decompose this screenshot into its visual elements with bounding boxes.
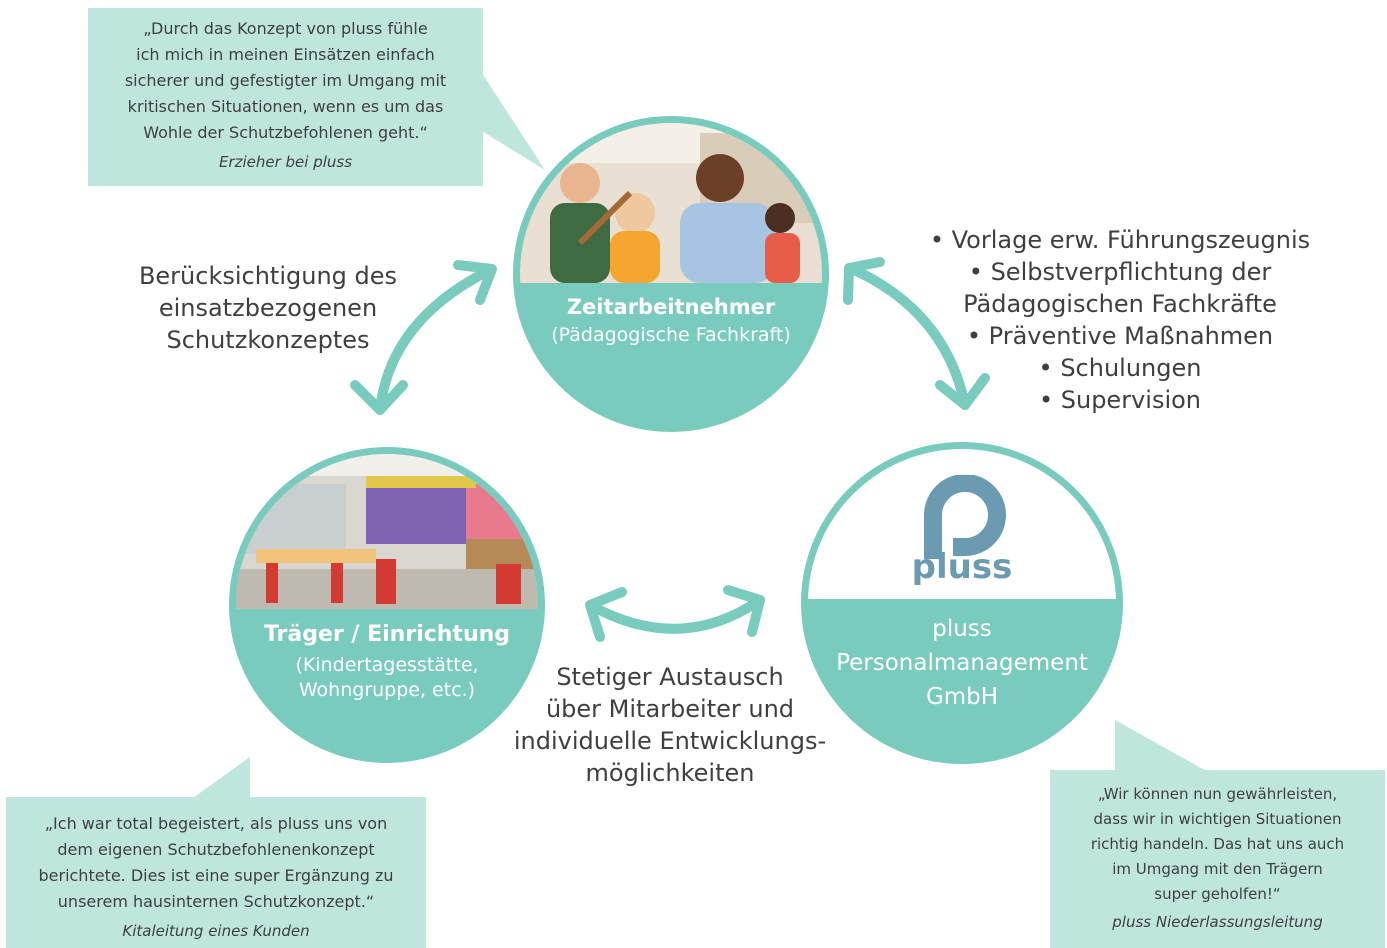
pluss-logo-text: pluss xyxy=(911,547,1013,587)
quote-bottom-left-tail xyxy=(190,757,250,800)
provider-title: Träger / Einrichtung xyxy=(263,622,511,647)
employee-title: Zeitarbeitnehmer xyxy=(566,295,776,319)
measure-item: • Vorlage erw. Führungszeugnis xyxy=(929,226,1311,254)
measure-item: • Schulungen xyxy=(1038,354,1202,382)
pluss-logo-icon xyxy=(924,475,1006,559)
measure-item: Pädagogischen Fachkräfte xyxy=(963,290,1277,318)
provider-subtitle: (Kindertagesstätte, Wohngruppe, etc.) xyxy=(295,654,479,701)
quote-bottom-left-text: „Ich war total begeistert, als pluss uns… xyxy=(38,814,394,911)
employee-label: Zeitarbeitnehmer (Pädagogische Fachkraft… xyxy=(520,295,822,348)
company-logo-area xyxy=(808,449,1116,599)
node-provider: Träger / Einrichtung (Kindertagesstätte,… xyxy=(229,447,545,763)
arrow-employee-provider xyxy=(375,265,495,415)
quote-top-text: „Durch das Konzept von pluss fühle ich m… xyxy=(124,19,447,142)
quote-bottom-left-author: Kitaleitung eines Kunden xyxy=(122,922,310,940)
measure-item: • Supervision xyxy=(1038,386,1202,414)
quote-bottom-right: „Wir können nun gewährleisten, dass wir … xyxy=(1050,770,1385,948)
provider-label: Träger / Einrichtung (Kindertagesstätte,… xyxy=(236,622,538,703)
arrow-employee-company xyxy=(845,263,970,410)
quote-top: „Durch das Konzept von pluss fühle ich m… xyxy=(88,8,483,186)
quote-bottom-left: „Ich war total begeistert, als pluss uns… xyxy=(6,797,426,948)
employee-subtitle: (Pädagogische Fachkraft) xyxy=(551,324,791,346)
quote-bottom-right-tail xyxy=(1115,720,1210,773)
relation-employee-company: • Vorlage erw. Führungszeugnis • Selbstv… xyxy=(900,224,1340,416)
company-name: pluss Personalmanagement GmbH xyxy=(836,616,1088,710)
relation-provider-company: Stetiger Austausch über Mitarbeiter und … xyxy=(513,663,827,787)
quote-bottom-right-author: pluss Niederlassungsleitung xyxy=(1112,913,1323,931)
node-employee: Zeitarbeitnehmer (Pädagogische Fachkraft… xyxy=(513,116,829,432)
employee-photo xyxy=(520,123,822,283)
measure-item: • Selbstverpflichtung der xyxy=(968,258,1272,286)
node-company: pluss pluss Personalmanagement GmbH xyxy=(801,442,1123,764)
measure-item: • Präventive Maßnahmen xyxy=(966,322,1274,350)
provider-photo xyxy=(236,454,538,609)
arrow-provider-company xyxy=(585,595,765,634)
quote-top-author: Erzieher bei pluss xyxy=(218,153,353,171)
quote-bottom-right-text: „Wir können nun gewährleisten, dass wir … xyxy=(1090,785,1345,903)
relation-employee-provider: Berücksichtigung des einsatzbezogenen Sc… xyxy=(138,262,398,354)
